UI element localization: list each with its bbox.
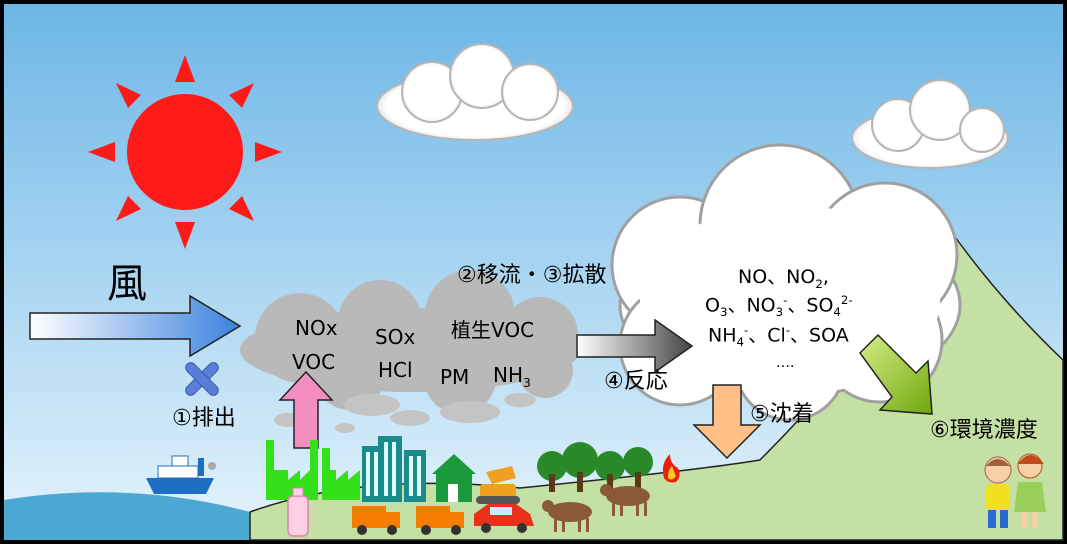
cow-icon <box>542 500 592 532</box>
product-line-1: NO、NO2, <box>738 266 829 291</box>
house-icon <box>432 454 476 502</box>
sea <box>4 492 250 540</box>
building-windows <box>366 442 421 496</box>
bulldozer-icon <box>476 466 520 504</box>
airplane-icon <box>185 362 219 396</box>
concentration-step-label: ⑥環境濃度 <box>930 418 1038 443</box>
species-nh3: NH3 <box>493 363 531 390</box>
fire-icon <box>662 454 680 483</box>
forest-icon <box>537 442 653 492</box>
cloud-icon <box>376 43 574 141</box>
product-line-4: …. <box>776 355 795 371</box>
transport-step-label: ②移流・③拡散 <box>457 263 607 288</box>
deposition-arrow <box>692 384 762 460</box>
wind-arrow <box>29 294 242 358</box>
species-pm: PM <box>440 365 470 389</box>
ship-icon <box>146 455 216 494</box>
sun-icon <box>88 55 282 249</box>
factory-icon <box>266 440 360 500</box>
pollution-cloud <box>240 270 580 414</box>
concentration-arrow <box>859 333 933 415</box>
species-hcl: HCl <box>378 358 413 382</box>
species-sox: SOx <box>375 325 416 349</box>
reaction-step-label: ④反応 <box>604 369 668 394</box>
cloud-icon <box>851 79 1009 169</box>
species-plant-voc: 植生VOC <box>451 318 535 342</box>
car-icon <box>474 504 534 533</box>
deposition-step-label: ⑤沈着 <box>750 402 814 427</box>
cow-icon <box>600 484 650 516</box>
transport-arrow <box>576 318 694 374</box>
product-line-3: NH4-、Cl-、SOA <box>708 323 849 350</box>
people-icon <box>984 453 1046 528</box>
truck-icon <box>352 506 400 535</box>
truck-icon <box>416 506 464 535</box>
species-voc: VOC <box>292 350 336 374</box>
species-nox: NOx <box>295 316 338 340</box>
product-line-2: O3、NO3-、SO42- <box>705 293 853 320</box>
wind-label: 風 <box>107 261 147 307</box>
emission-step-label: ①排出 <box>172 406 236 431</box>
spray-can-icon <box>287 487 309 537</box>
